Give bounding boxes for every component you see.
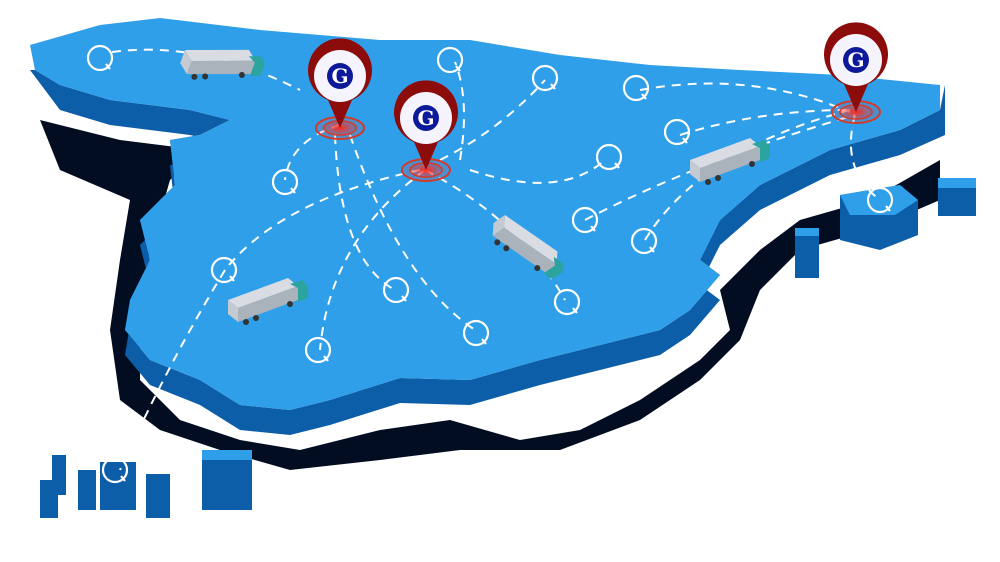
map-side xyxy=(30,70,945,435)
canary-islands xyxy=(40,450,252,518)
pin-north-east[interactable]: G xyxy=(824,22,888,124)
balearic-islands xyxy=(795,178,976,278)
map-top xyxy=(30,18,940,410)
logo-letter: G xyxy=(331,64,348,88)
logo-letter: G xyxy=(417,106,434,130)
logo-letter: G xyxy=(847,48,864,72)
pin-central[interactable]: G xyxy=(394,80,458,182)
pin-north-west[interactable]: G xyxy=(308,38,372,140)
routes xyxy=(111,48,881,471)
map-shadow xyxy=(40,120,940,470)
